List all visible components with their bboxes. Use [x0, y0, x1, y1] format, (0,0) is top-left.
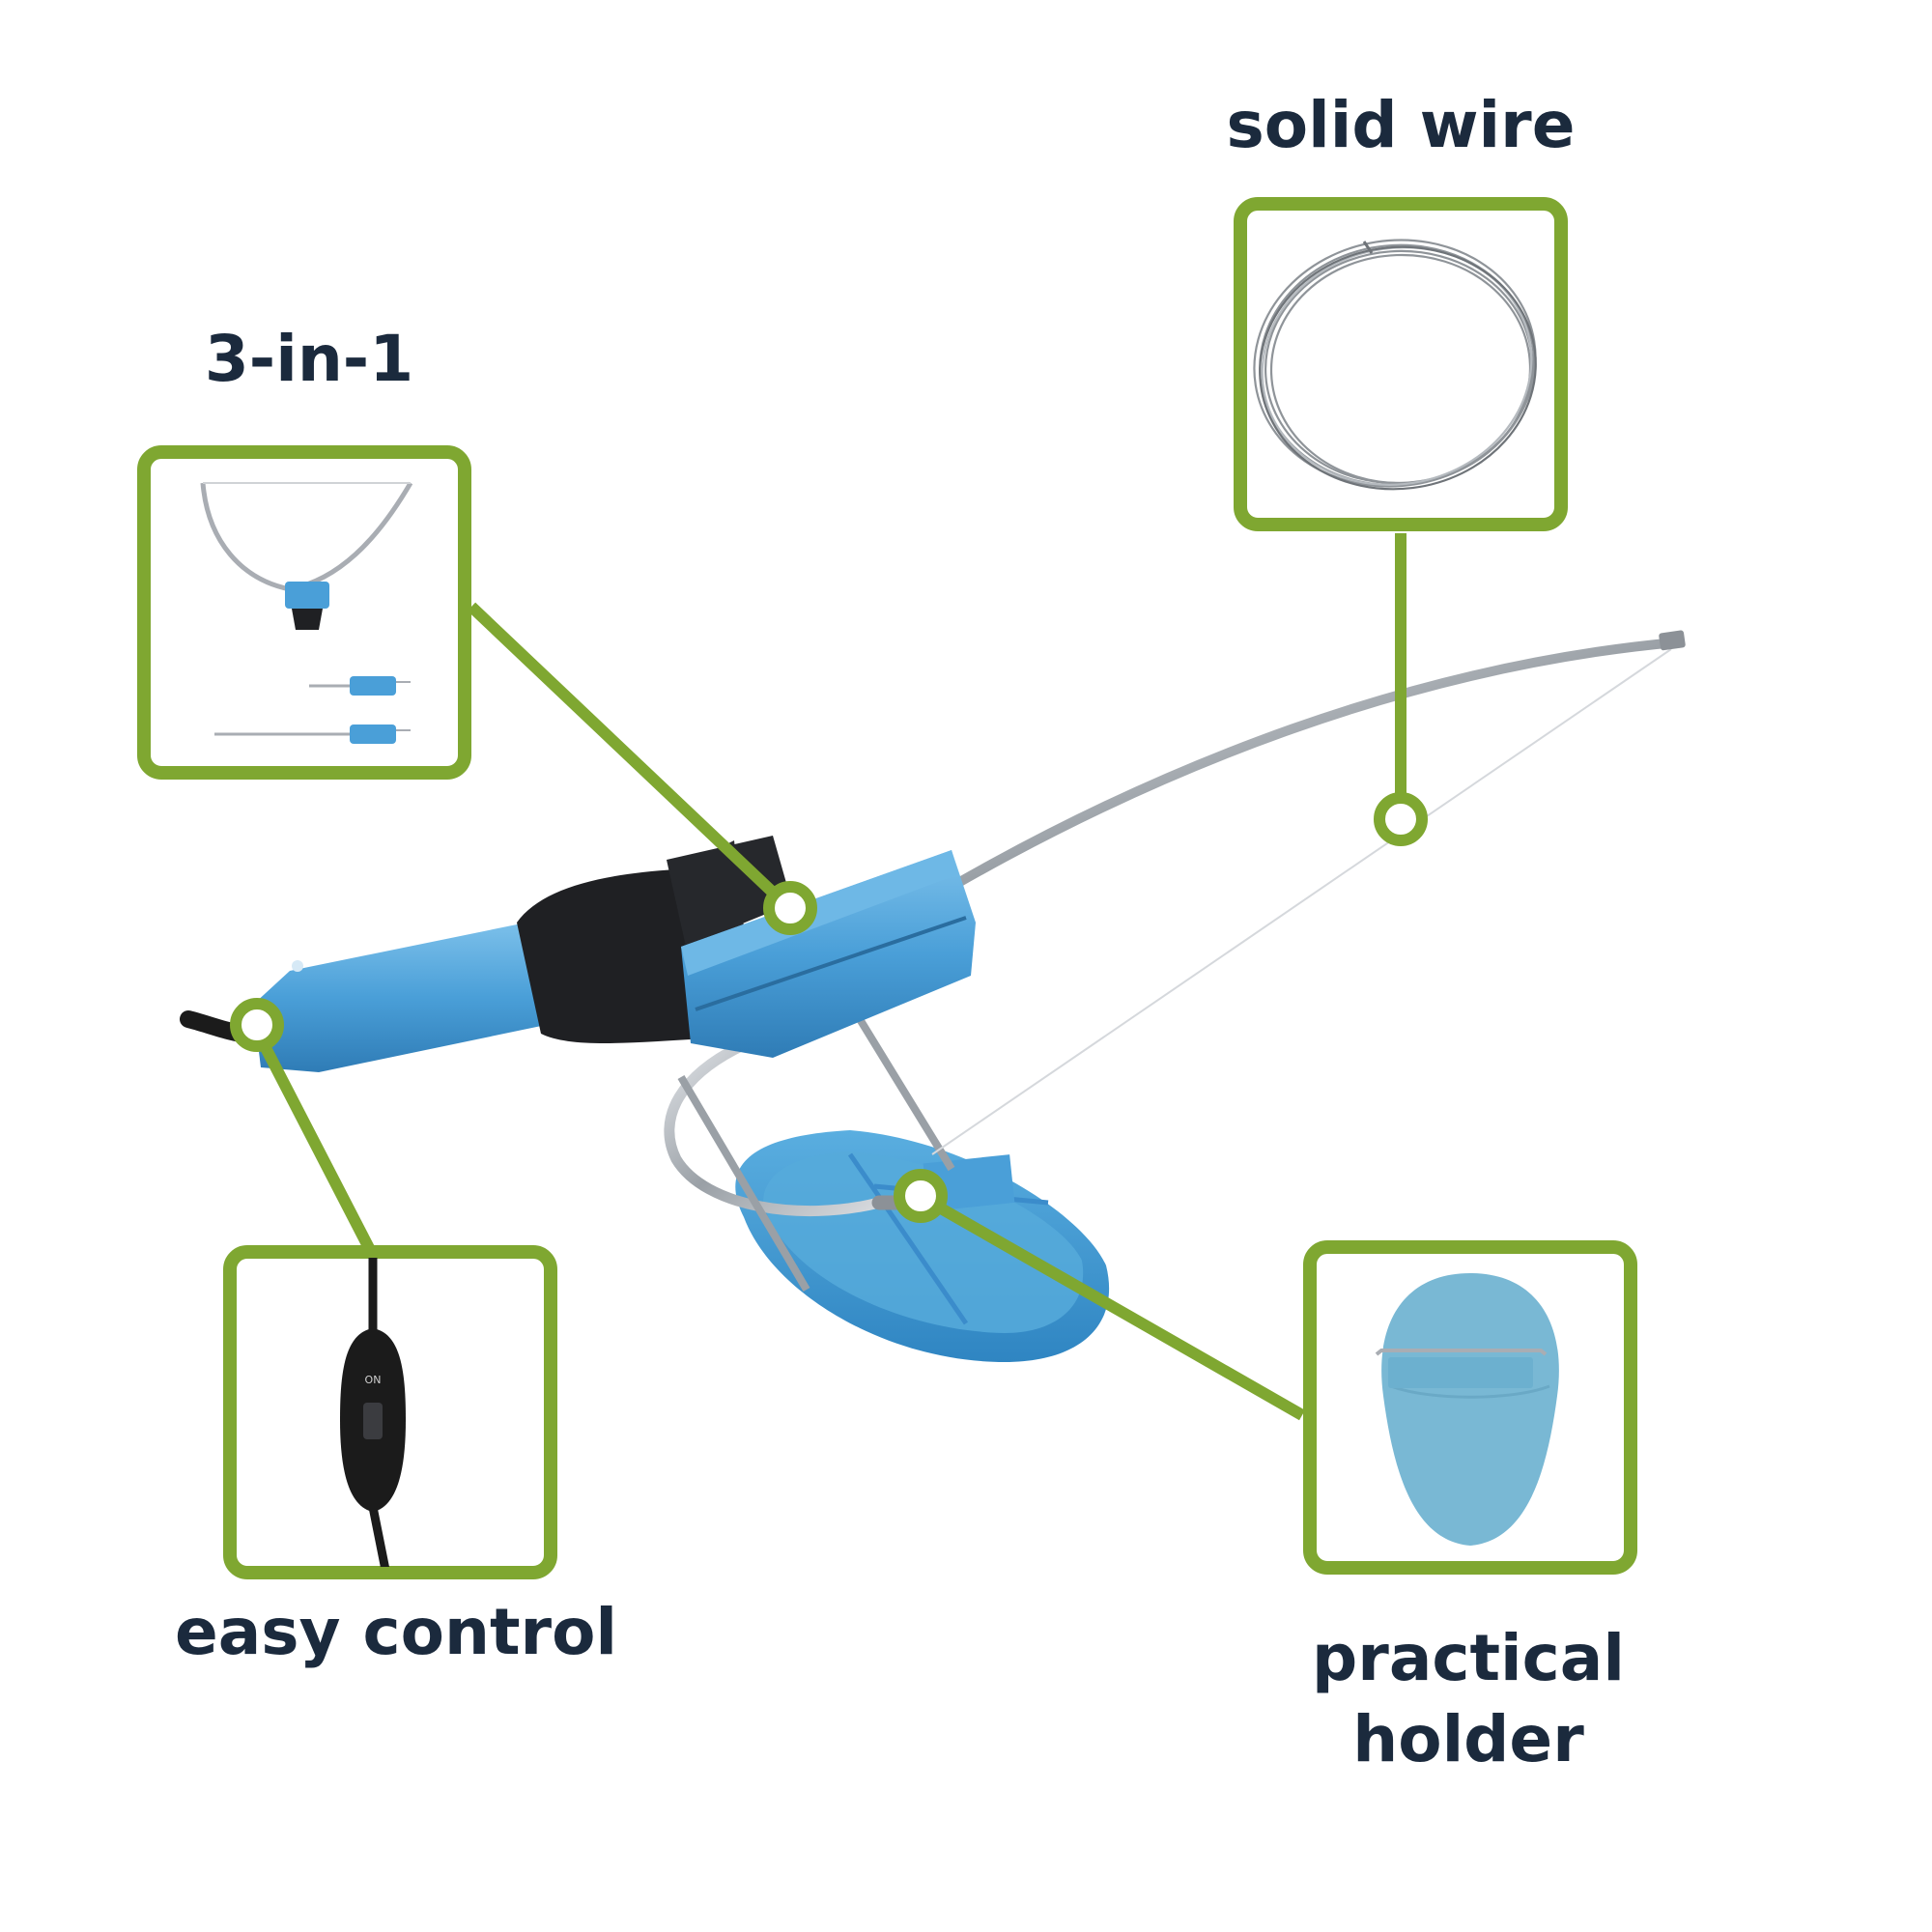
marker-solid-wire [1374, 792, 1428, 846]
stand-base [735, 1130, 1110, 1362]
switch-on-text: ON [365, 1374, 382, 1386]
cutting-wire [931, 648, 1672, 1155]
label-three-in-one: 3-in-1 [204, 322, 414, 396]
switch-toggle [363, 1403, 383, 1439]
wire-coil [1253, 239, 1537, 491]
handle [253, 923, 551, 1072]
label-easy-control: easy control [174, 1595, 618, 1669]
callout-lines [255, 533, 1406, 1421]
bow-arm [952, 638, 1681, 889]
inset-three-in-one [137, 445, 471, 780]
grip-sleeve [517, 869, 705, 1043]
label-practical-holder: practical holder [1312, 1621, 1625, 1776]
long-tip-attachment [214, 724, 411, 744]
marker-practical-holder [894, 1169, 948, 1223]
support-rod [664, 1033, 885, 1216]
inset-easy-control: ON [223, 1245, 557, 1579]
switch-cord [368, 1258, 391, 1567]
inset-practical-holder [1303, 1240, 1637, 1575]
holder-base [1381, 1273, 1559, 1546]
tool-head [681, 850, 976, 1058]
bow-clamp [667, 836, 792, 947]
inset-solid-wire [1234, 197, 1568, 531]
marker-easy-control [230, 998, 284, 1052]
marker-three-in-one [763, 881, 817, 935]
label-solid-wire: solid wire [1226, 88, 1576, 162]
short-tip-attachment [309, 676, 411, 696]
foam-cutter-tool [180, 630, 1686, 1362]
callout-markers [230, 792, 1428, 1223]
holder-clip [1388, 1357, 1533, 1388]
